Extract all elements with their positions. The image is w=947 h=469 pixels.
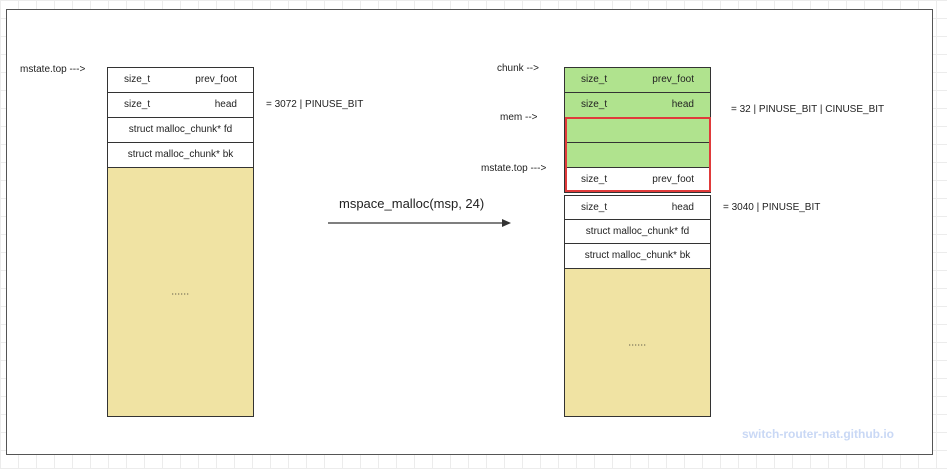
operation-label: mspace_malloc(msp, 24)	[339, 196, 485, 211]
left-head-type: size_t	[124, 99, 151, 110]
top-fd-label: struct malloc_chunk* fd	[585, 225, 690, 237]
top-fd-row: struct malloc_chunk* fd	[564, 219, 711, 244]
right-top-pointer-label: mstate.top --->	[481, 163, 547, 174]
operation-arrow	[328, 219, 511, 227]
left-free-space: ......	[107, 167, 254, 417]
left-fd-label: struct malloc_chunk* fd	[128, 124, 233, 135]
left-bk-row: struct malloc_chunk* bk	[107, 142, 254, 168]
alloc-prev-foot-row: size_t prev_foot	[564, 67, 711, 93]
top-head-note: = 3040 | PINUSE_BIT	[723, 202, 821, 213]
left-bk-label: struct malloc_chunk* bk	[127, 149, 234, 160]
watermark: switch-router-nat.github.io	[742, 427, 894, 441]
left-top-pointer-label: mstate.top --->	[20, 64, 86, 75]
alloc-head-row: size_t head	[564, 92, 711, 118]
chunk-pointer-label: chunk -->	[497, 63, 539, 74]
left-head-field: head	[214, 99, 237, 110]
alloc-head-note: = 32 | PINUSE_BIT | CINUSE_BIT	[731, 104, 885, 115]
left-prev-foot-field: prev_foot	[195, 74, 237, 85]
left-fd-row: struct malloc_chunk* fd	[107, 117, 254, 143]
alloc-prev-foot-type: size_t	[581, 74, 608, 85]
left-head-row: size_t head	[107, 92, 254, 118]
mem-pointer-label: mem -->	[500, 112, 538, 123]
alloc-prev-foot-field: prev_foot	[652, 74, 694, 85]
top-head-field: head	[671, 201, 694, 213]
alloc-head-field: head	[671, 99, 694, 110]
alloc-head-type: size_t	[581, 99, 608, 110]
top-head-type: size_t	[581, 201, 608, 213]
left-prev-foot-type: size_t	[124, 74, 151, 85]
top-bk-row: struct malloc_chunk* bk	[564, 243, 711, 269]
left-free-dots: ......	[171, 286, 190, 297]
left-prev-foot-row: size_t prev_foot	[107, 67, 254, 93]
top-prev-foot-type: size_t	[581, 174, 608, 185]
top-head-row: size_t head	[564, 195, 711, 220]
left-head-note: = 3072 | PINUSE_BIT	[266, 99, 364, 110]
right-free-space: ......	[564, 268, 711, 417]
top-prev-foot-field: prev_foot	[652, 174, 694, 185]
right-free-dots: ......	[628, 337, 647, 347]
allocated-memory-highlight	[565, 117, 711, 192]
top-bk-label: struct malloc_chunk* bk	[584, 250, 691, 261]
top-prev-foot-row: size_t prev_foot	[564, 167, 711, 193]
